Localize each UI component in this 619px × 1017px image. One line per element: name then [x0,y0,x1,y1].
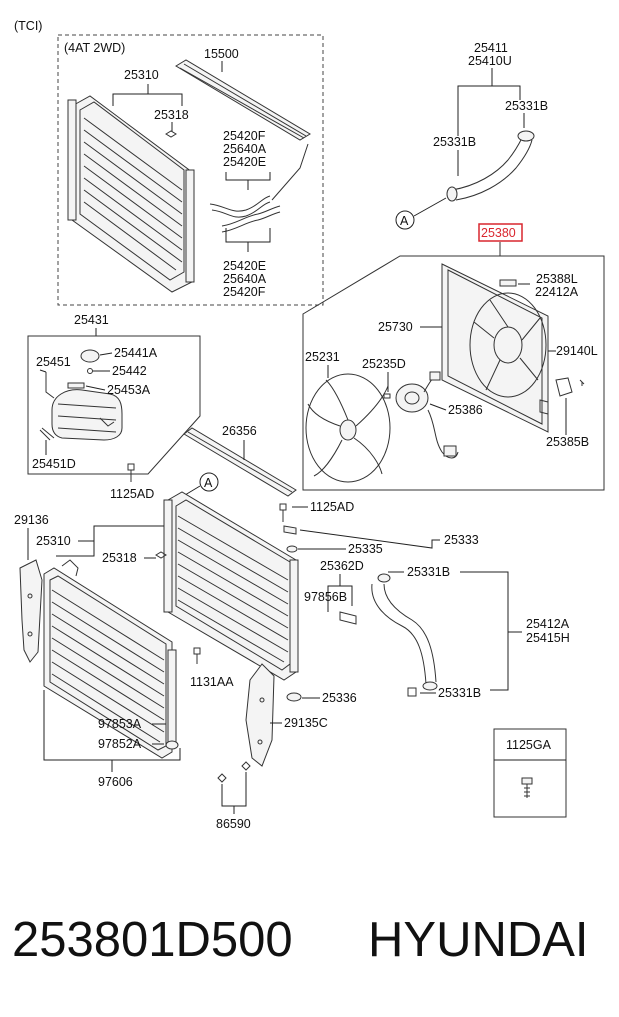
callout-a-mid-label: A [204,476,213,490]
brand-name: HYUNDAI [368,913,589,967]
label-25310-b: 25310 [36,534,71,548]
variant-label: (TCI) [14,19,42,33]
label-25331B-a: 25331B [505,99,548,113]
label-25336: 25336 [322,691,357,705]
sub-assembly-frame [57,34,324,306]
part-box-1125GA [493,728,567,818]
radiator-main [163,491,299,681]
label-25420F-b: 25420F [223,285,266,299]
label-25453A: 25453A [107,383,151,397]
label-25310-a: 25310 [124,68,159,82]
label-25331B-d: 25331B [438,686,481,700]
label-25380: 25380 [481,226,516,240]
label-25235D: 25235D [362,357,406,371]
label-25410U: 25410U [468,54,512,68]
label-25331B-b: 25331B [433,135,476,149]
label-97606: 97606 [98,775,133,789]
label-25451D: 25451D [32,457,76,471]
label-25385B: 25385B [546,435,589,449]
label-25318-b: 25318 [102,551,137,565]
label-25640A-a: 25640A [223,142,267,156]
label-26356: 26356 [222,424,257,438]
part-number: 253801D500 [12,913,293,967]
label-25335: 25335 [348,542,383,556]
label-25411: 25411 [474,41,508,55]
callout-a-top [395,210,415,230]
label-25333: 25333 [444,533,479,547]
radiator-upper [67,95,195,293]
label-25415H: 25415H [526,631,570,645]
label-25730: 25730 [378,320,413,334]
fan-motor [395,371,459,459]
label-1125AD-a: 1125AD [110,487,154,501]
label-25412A: 25412A [526,617,570,631]
label-25420E-a: 25420E [223,155,266,169]
air-guard-strip [183,427,297,497]
label-25318-a: 25318 [154,108,189,122]
receiver-drier [165,649,179,750]
label-25420F-a: 25420F [223,129,266,143]
label-25442: 25442 [112,364,147,378]
label-25388L: 25388L [536,272,578,286]
label-97852A: 97852A [98,737,142,751]
label-97856B: 97856B [304,590,347,604]
sub-assembly-label: (4AT 2WD) [64,41,125,55]
label-22412A: 22412A [535,285,579,299]
lower-hose [371,573,438,691]
label-25386: 25386 [448,403,483,417]
label-29136: 29136 [14,513,49,527]
label-25331B-c: 25331B [407,565,450,579]
label-25640A-b: 25640A [223,272,267,286]
label-1131AA: 1131AA [190,675,234,689]
label-1125GA: 1125GA [506,738,552,752]
label-1125AD-b: 1125AD [310,500,354,514]
fan-shroud [441,263,549,433]
callout-a-mid [199,472,219,492]
callout-a-top-label: A [400,214,409,228]
highlight-box-25380 [478,223,523,242]
footer: 253801D500 HYUNDAI [0,905,619,975]
upper-hose [446,130,535,202]
label-25231: 25231 [305,350,340,364]
label-97853A: 97853A [98,717,142,731]
label-86590: 86590 [216,817,251,831]
label-25431: 25431 [74,313,109,327]
label-15500: 15500 [204,47,239,61]
cooling-fan [305,373,391,483]
bracket-right [245,663,275,767]
coolant-reservoir [39,349,123,441]
label-25420E-b: 25420E [223,259,266,273]
bracket-left [19,559,43,663]
label-29140L: 29140L [556,344,598,358]
label-25441A: 25441A [114,346,158,360]
label-29135C: 29135C [284,716,328,730]
label-25451-a: 25451 [36,355,71,369]
label-25362D: 25362D [320,559,364,573]
oil-cooler [175,59,311,141]
